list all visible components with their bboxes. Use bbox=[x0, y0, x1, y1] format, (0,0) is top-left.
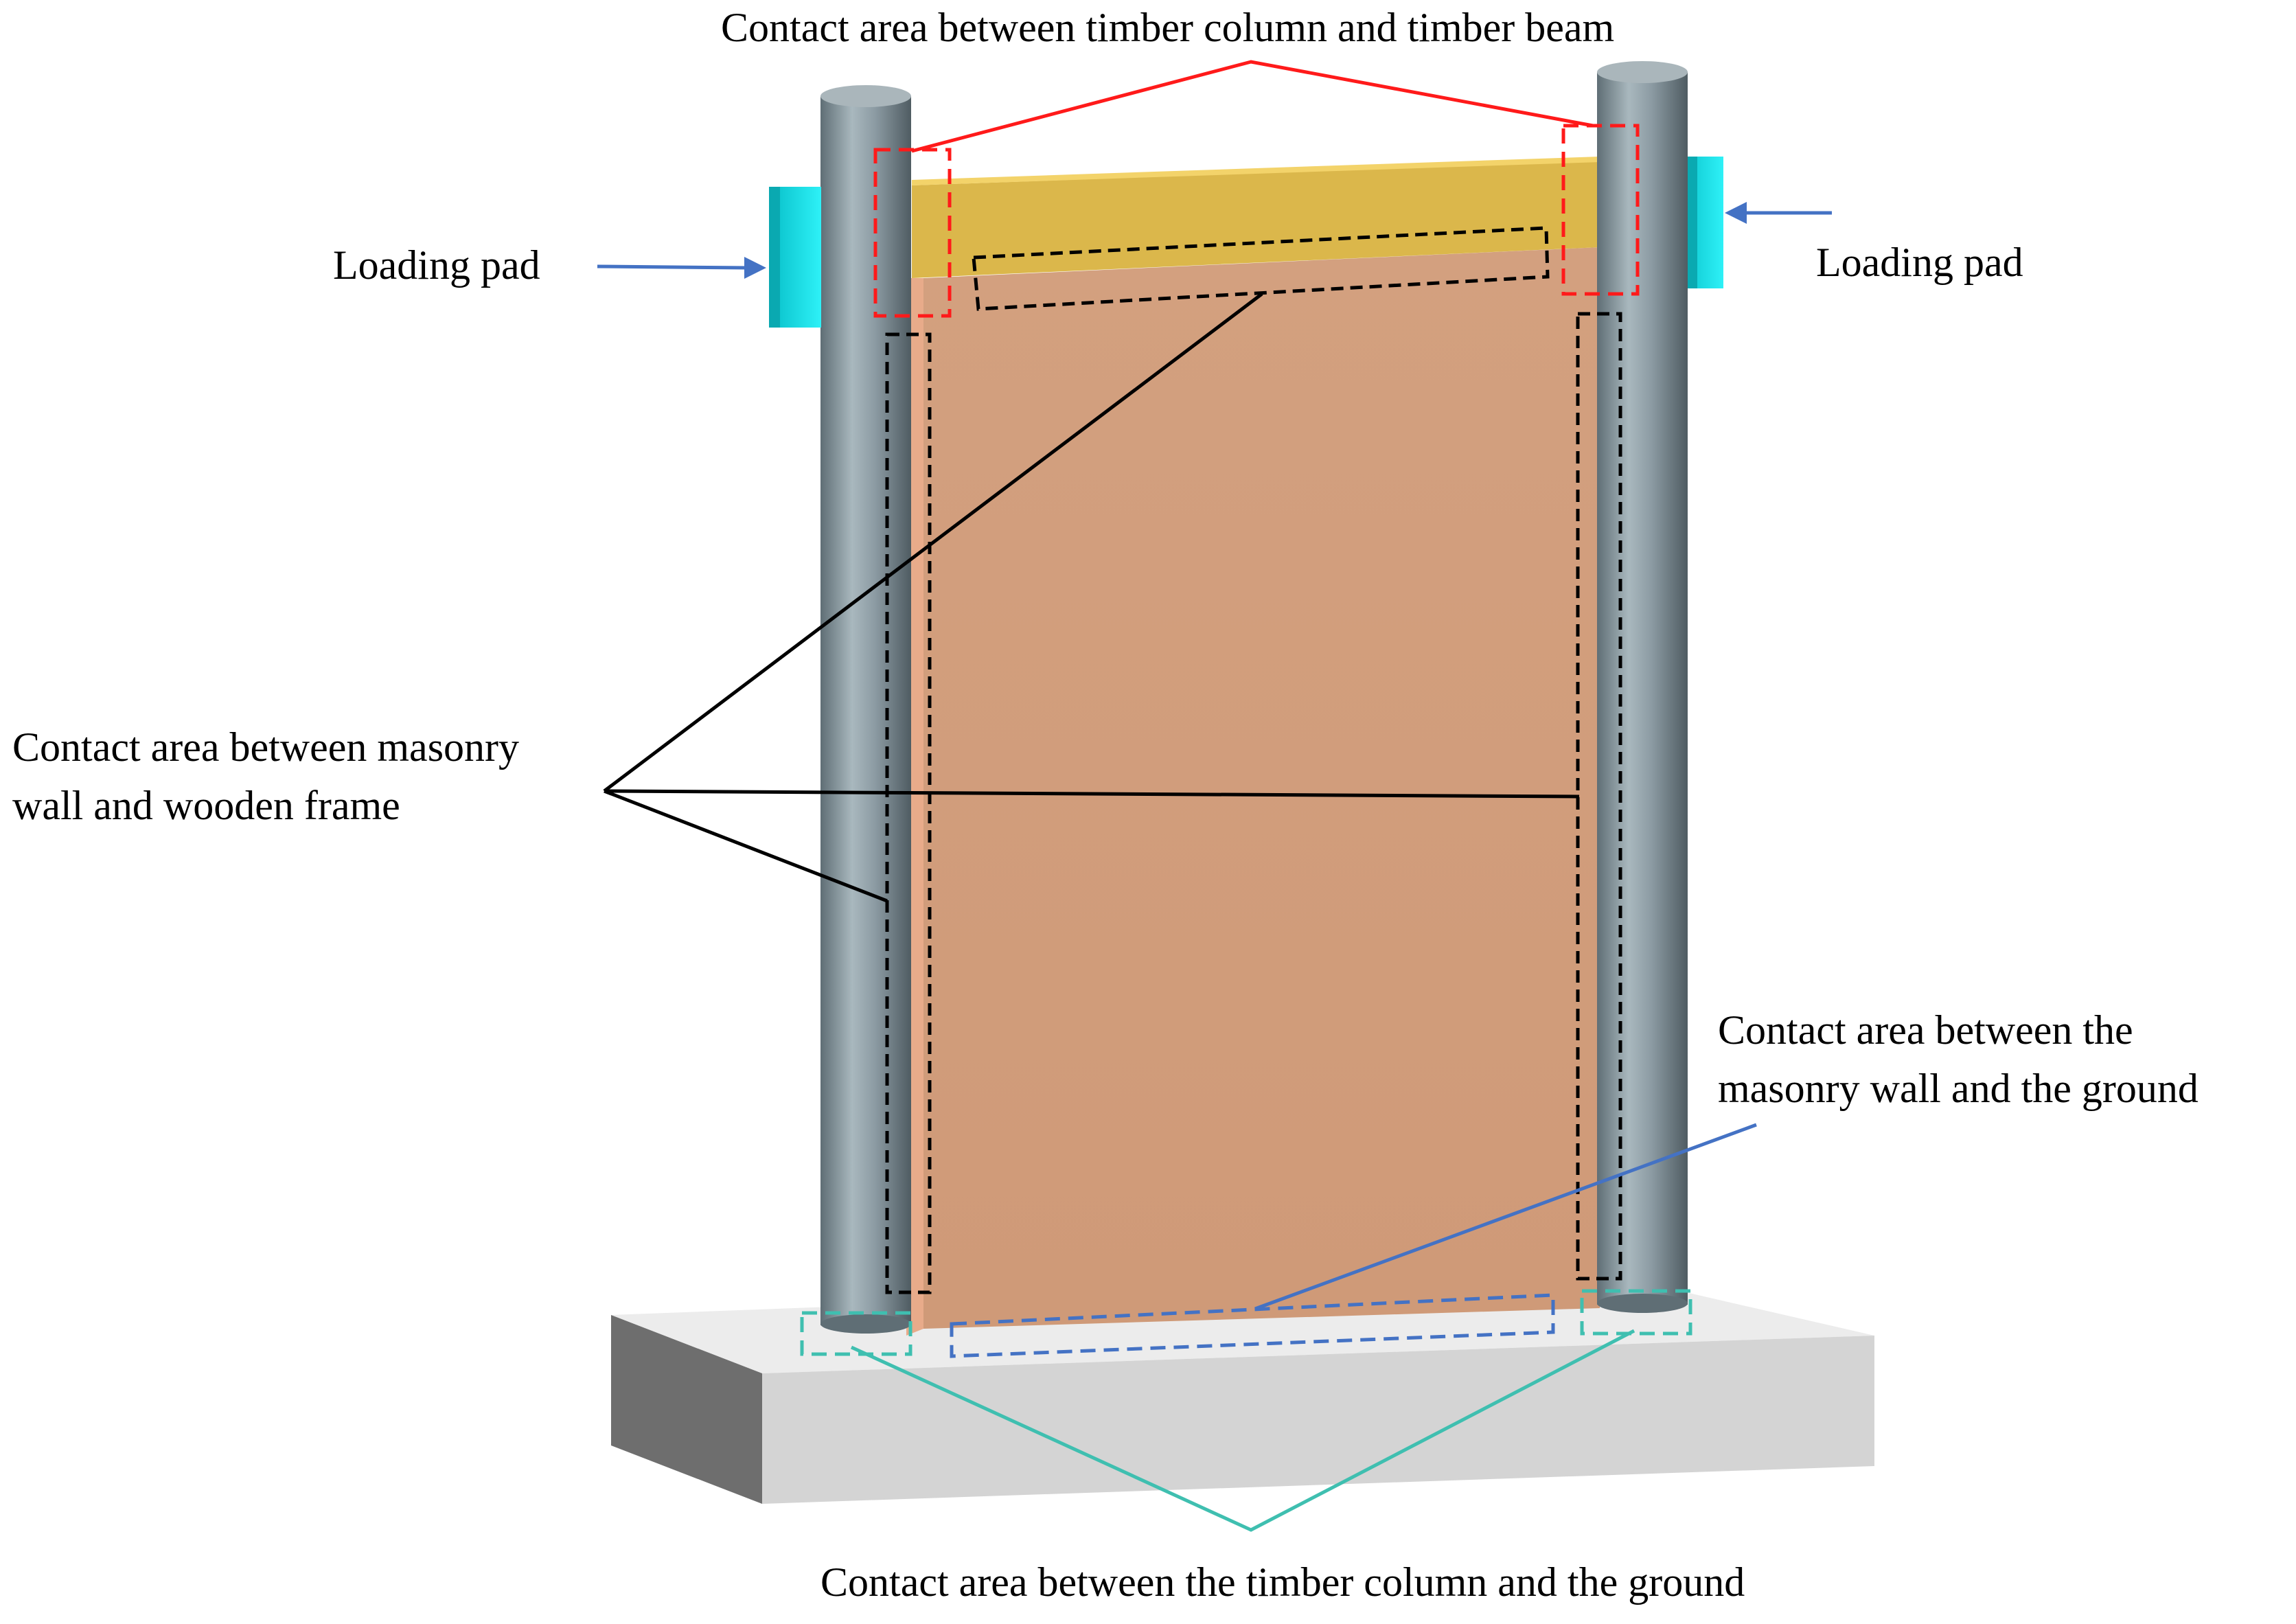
right-pad-arrow-head bbox=[1725, 202, 1747, 224]
black-leader-to-beam bbox=[603, 293, 1263, 792]
loading-pad-left-label: Loading pad bbox=[333, 242, 540, 288]
base-front-face bbox=[762, 1336, 1874, 1504]
left-pad-arrow-shaft bbox=[597, 264, 749, 270]
left-column-bottom bbox=[820, 1314, 911, 1334]
black-dashed-box-top bbox=[972, 226, 1550, 311]
right-pad-side bbox=[1688, 157, 1697, 288]
beam-front-face bbox=[912, 161, 1600, 278]
column-ground-contact-label: Contact area between the timber column a… bbox=[820, 1559, 1745, 1605]
wall-frame-contact-line2: wall and wooden frame bbox=[12, 783, 400, 829]
right-column-bottom bbox=[1597, 1294, 1688, 1313]
black-dashed-box-left bbox=[885, 332, 932, 1294]
right-column-body bbox=[1597, 72, 1688, 1305]
red-leader-line bbox=[911, 60, 1594, 153]
teal-leader-line bbox=[850, 1329, 1635, 1532]
left-pad-front bbox=[780, 187, 821, 328]
left-column-body bbox=[820, 96, 911, 1325]
teal-dashed-box-left bbox=[800, 1311, 912, 1356]
wall-frame-contact-line1: Contact area between masonry bbox=[12, 724, 520, 770]
contact-regions bbox=[800, 124, 1692, 1358]
beam-top-edge bbox=[912, 157, 1600, 185]
blue-leader-line bbox=[1254, 1123, 1757, 1311]
loading-pad-right-label: Loading pad bbox=[1816, 240, 2023, 285]
timber-column-right bbox=[1597, 61, 1688, 1313]
right-column-top bbox=[1597, 61, 1688, 83]
base-left-face bbox=[611, 1315, 762, 1504]
black-dashed-box-right bbox=[1576, 312, 1622, 1281]
black-leader-to-right-column bbox=[604, 789, 1580, 799]
leader-lines bbox=[597, 60, 1832, 1532]
wall-ground-contact-label: Contact area between the masonry wall an… bbox=[1718, 1001, 2199, 1118]
wall-front-face bbox=[923, 247, 1600, 1329]
timber-beam bbox=[912, 157, 1600, 278]
black-leader-to-left-column bbox=[604, 789, 888, 903]
left-column-top bbox=[820, 85, 911, 107]
masonry-wall bbox=[906, 247, 1600, 1336]
teal-dashed-box-right bbox=[1580, 1289, 1692, 1336]
timber-column-left bbox=[820, 85, 911, 1334]
left-pad-arrow-head bbox=[744, 257, 766, 279]
column-beam-contact-label: Contact area between timber column and t… bbox=[721, 5, 1615, 50]
wall-frame-contact-label: Contact area between masonry wall and wo… bbox=[12, 718, 519, 835]
loading-pad-left bbox=[769, 187, 821, 328]
left-pad-side bbox=[769, 187, 781, 328]
red-dashed-box-right bbox=[1561, 124, 1640, 296]
loading-pad-right bbox=[1688, 157, 1723, 288]
wall-ground-contact-line1: Contact area between the bbox=[1718, 1007, 2133, 1053]
blue-dashed-box bbox=[950, 1293, 1555, 1358]
wall-ground-contact-line2: masonry wall and the ground bbox=[1718, 1066, 2199, 1112]
